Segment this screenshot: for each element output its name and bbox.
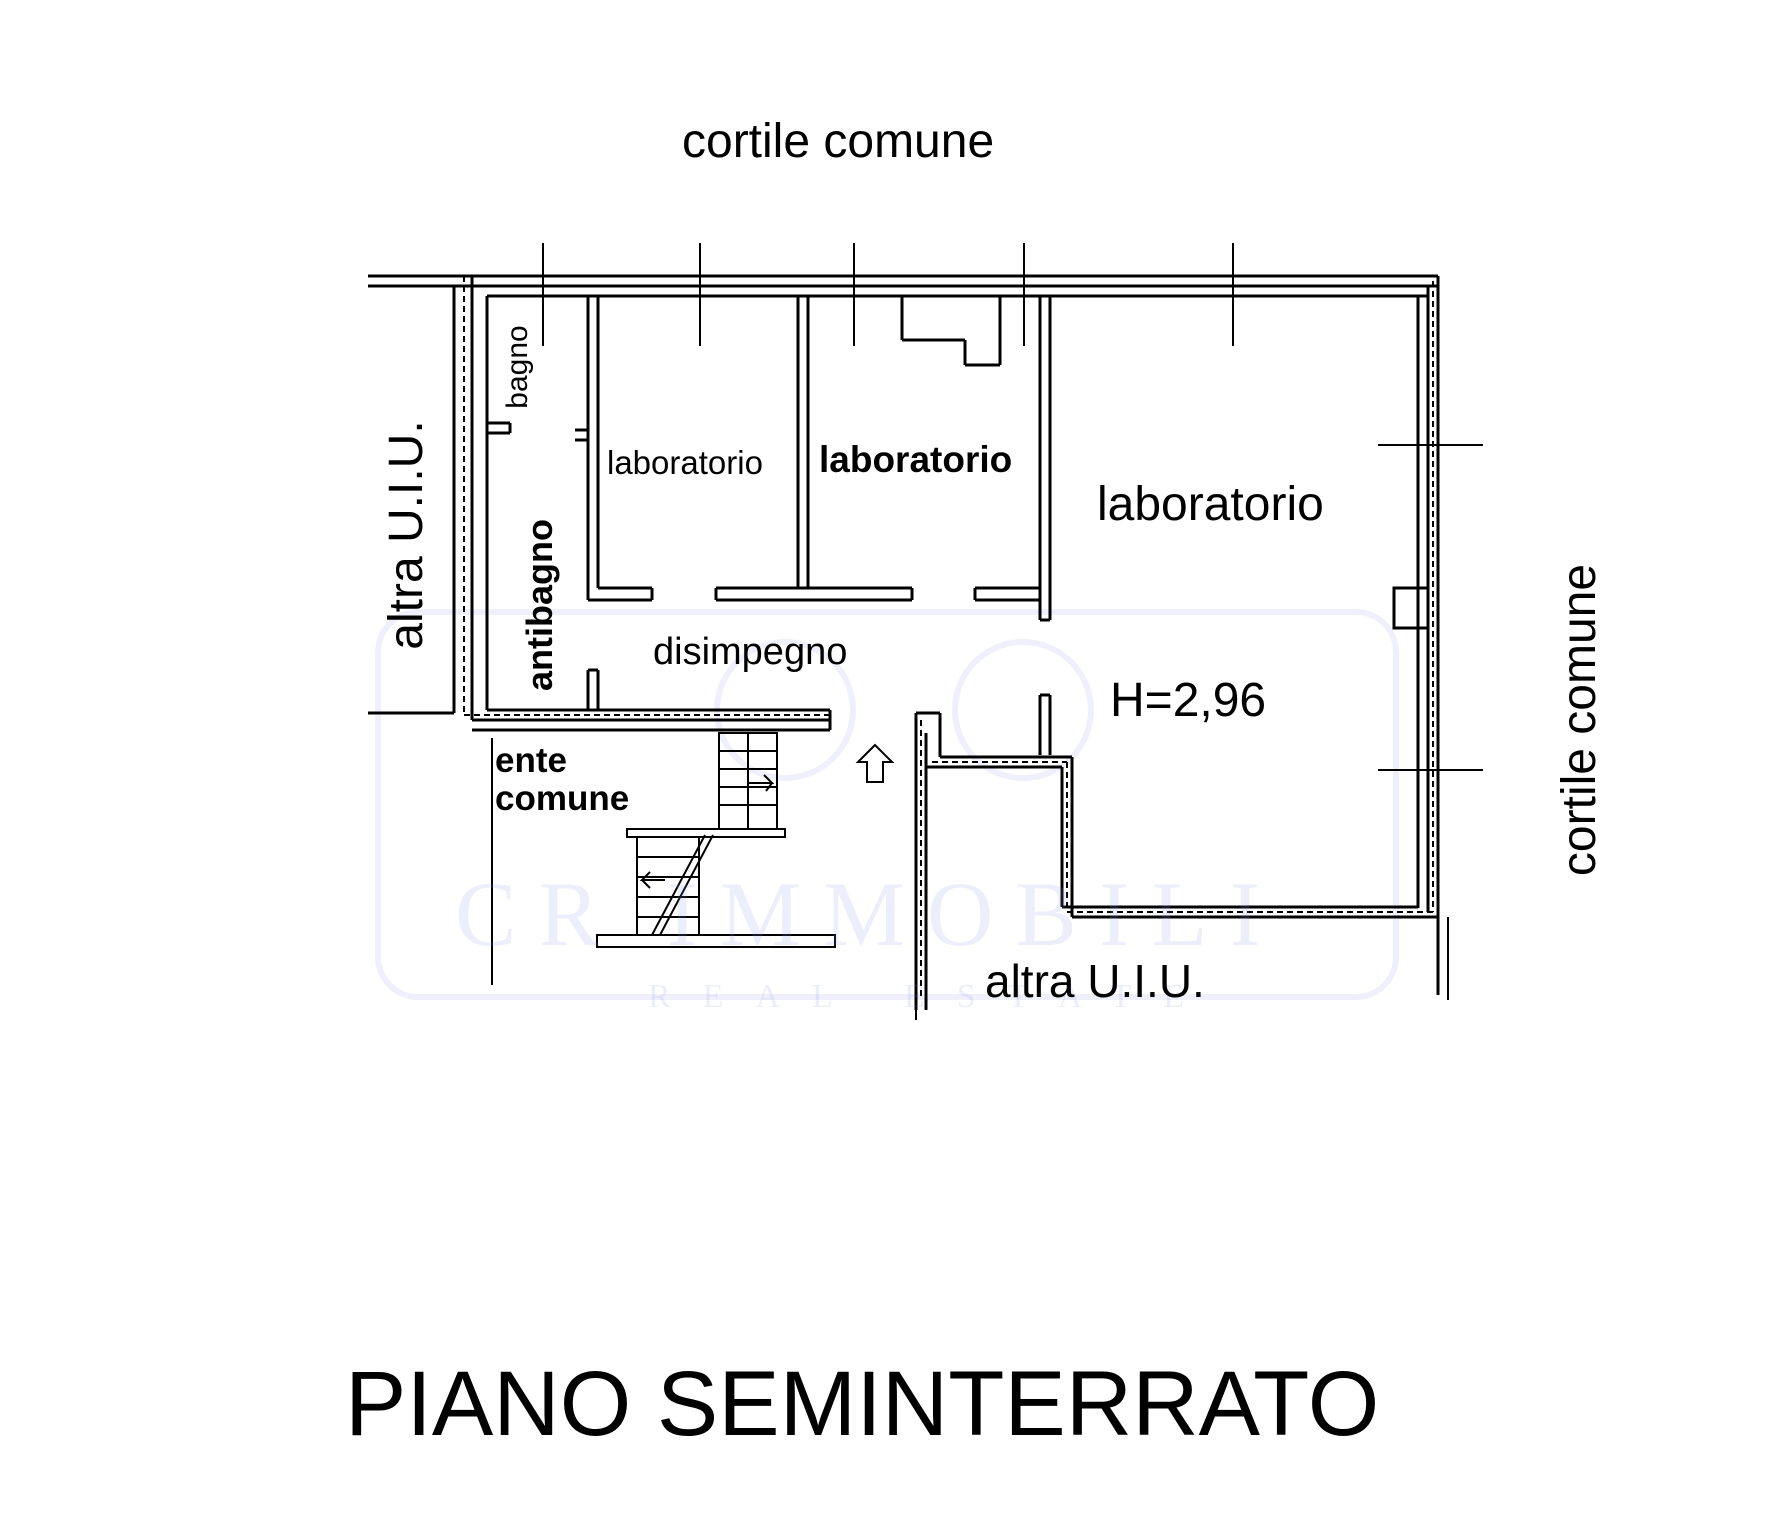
room-label-laboratorio-small: laboratorio	[607, 444, 763, 481]
room-label-laboratorio-middle: laboratorio	[819, 439, 1013, 480]
room-label-disimpegno: disimpegno	[653, 631, 848, 673]
floor-title: PIANO SEMINTERRATO	[345, 1353, 1380, 1455]
tick-lines	[491, 243, 1483, 1020]
label-bottom-unit: altra U.I.U.	[985, 955, 1205, 1007]
label-top-courtyard: cortile comune	[682, 115, 995, 168]
watermark-logo	[375, 609, 1399, 1000]
ceiling-height-note: H=2,96	[1110, 674, 1267, 727]
watermark-tagline: REAL ESTATE	[648, 978, 1217, 1015]
room-label-laboratorio-large: laboratorio	[1097, 478, 1324, 531]
entrance-arrow-icon	[855, 743, 895, 783]
watermark-brand: CR IMMOBILI	[455, 863, 1283, 965]
staircase	[596, 732, 836, 948]
walls	[368, 274, 1440, 1010]
room-label-ente: ente	[495, 741, 567, 780]
dashed-lines	[463, 276, 1434, 1000]
room-label-comune: comune	[495, 779, 630, 818]
room-label-antibagno: antibagno	[519, 519, 560, 691]
label-right-courtyard: cortile comune	[1553, 563, 1606, 877]
room-label-bagno: bagno	[501, 325, 534, 409]
label-left-unit: altra U.I.U.	[380, 420, 433, 650]
